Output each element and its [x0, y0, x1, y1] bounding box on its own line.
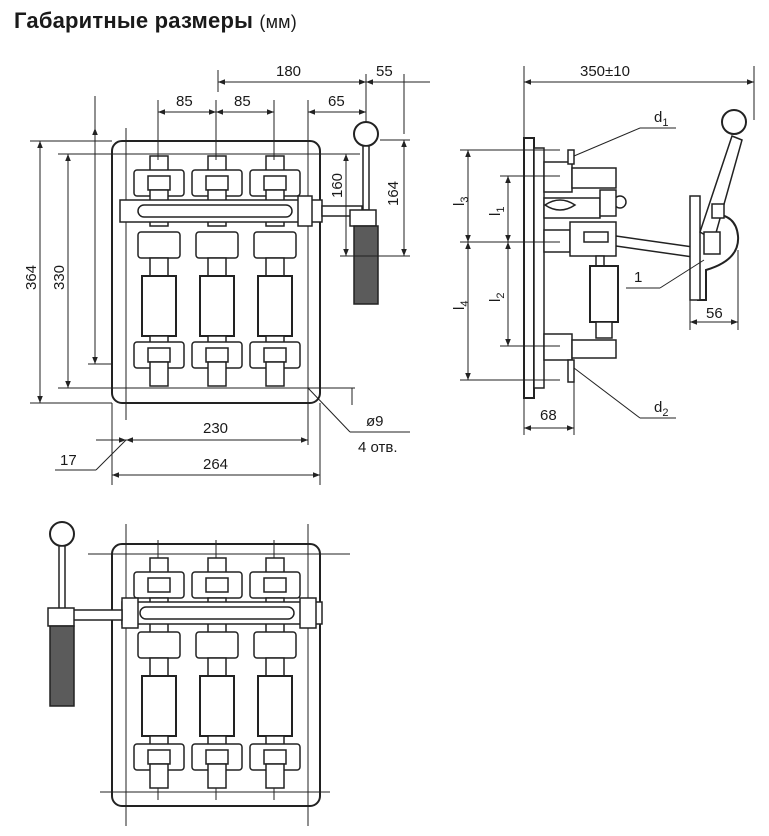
page-title: Габаритные размеры (мм) [14, 8, 297, 34]
dim-hole-diameter: ø9 [366, 413, 384, 430]
bottom-handle-knob [49, 521, 75, 547]
dim-55: 55 [376, 63, 393, 80]
dim-68: 68 [540, 407, 557, 424]
side-view: 350±10 56 68 d1 d2 1 l3 l1 l4 l2 [451, 63, 755, 435]
label-d1: d1 [654, 109, 668, 129]
front-handle-grip [353, 225, 379, 305]
label-l4: l4 [451, 301, 471, 310]
side-handle-knob [721, 109, 747, 135]
label-l2: l2 [487, 293, 507, 302]
front-view: 180 55 85 85 65 160 164 364 330 230 264 … [23, 63, 430, 485]
front-pole-2 [191, 155, 243, 387]
dim-350: 350±10 [580, 63, 630, 80]
dim-65: 65 [328, 93, 345, 110]
label-d2: d2 [654, 399, 668, 419]
dim-85-right: 85 [234, 93, 251, 110]
dim-56: 56 [706, 305, 723, 322]
label-l3: l3 [451, 197, 471, 206]
dim-85-left: 85 [176, 93, 193, 110]
bottom-view [47, 521, 350, 826]
bottom-poles [47, 521, 323, 789]
bottom-pole-3 [249, 557, 301, 789]
dim-230: 230 [203, 420, 228, 437]
front-dimension-lines [30, 70, 430, 485]
dim-hole-count: 4 отв. [358, 439, 398, 456]
dim-180: 180 [276, 63, 301, 80]
front-poles [119, 121, 379, 387]
title-text: Габаритные размеры [14, 8, 254, 33]
dim-264: 264 [203, 456, 228, 473]
front-handle-knob [353, 121, 379, 147]
mounting-hole-centers [95, 128, 355, 445]
dim-17: 17 [60, 452, 77, 469]
bottom-handle-grip [49, 625, 75, 707]
label-l1: l1 [487, 207, 507, 216]
side-base-plate [523, 137, 535, 399]
label-position-1: 1 [634, 269, 642, 286]
title-unit: (мм) [259, 12, 297, 32]
dim-364: 364 [23, 265, 40, 290]
dim-160: 160 [329, 173, 346, 198]
front-pole-3 [249, 155, 301, 387]
dim-330: 330 [51, 265, 68, 290]
dim-164: 164 [385, 181, 402, 206]
side-dimension-lines [460, 66, 755, 435]
